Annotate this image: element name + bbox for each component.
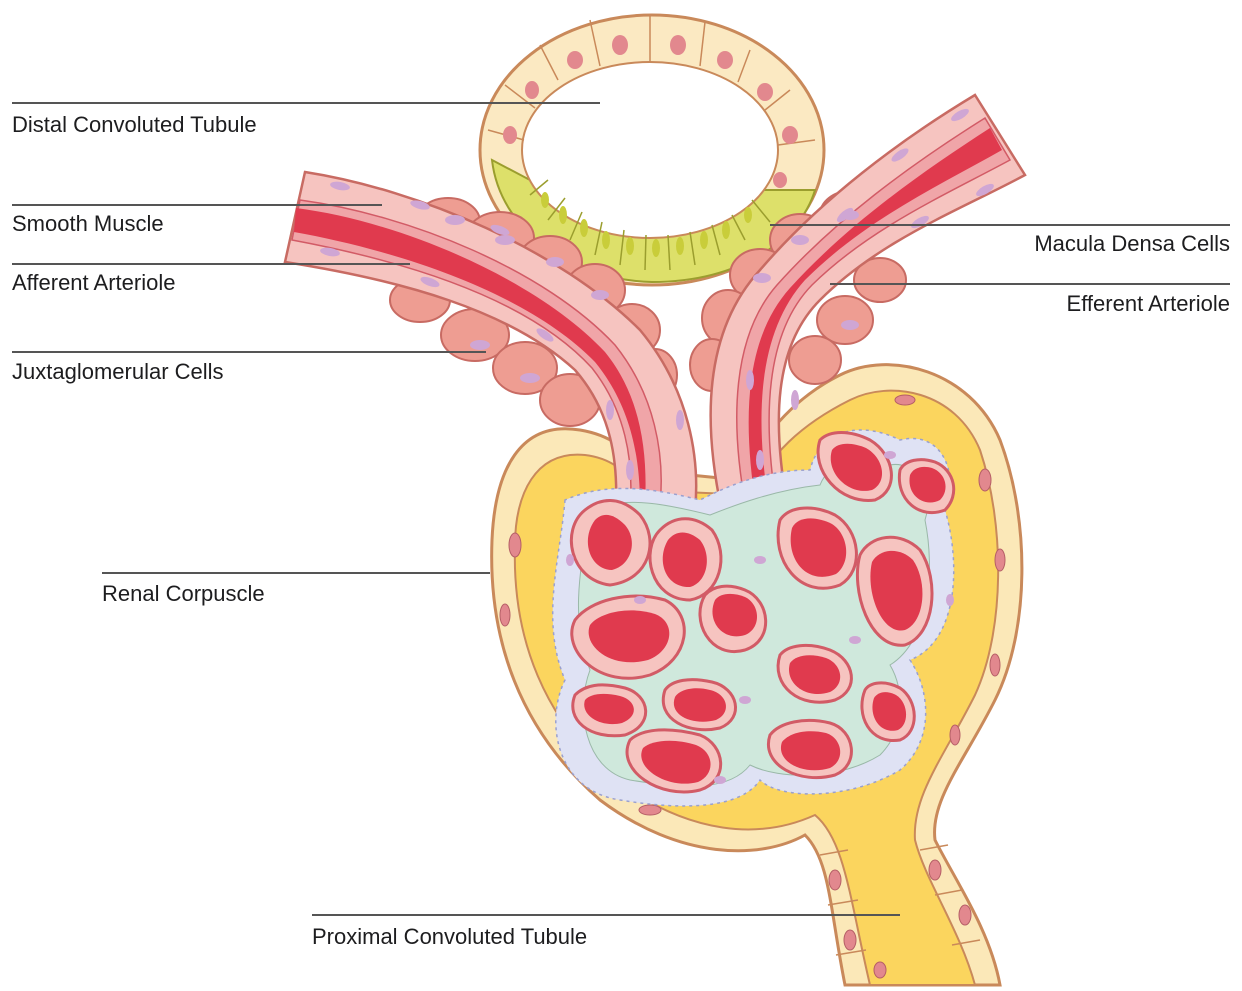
leader-macula-densa [770,224,1230,226]
label-juxtaglomerular-cells: Juxtaglomerular Cells [12,359,224,385]
label-afferent-arteriole: Afferent Arteriole [12,270,175,296]
leader-proximal [312,914,900,916]
leader-efferent [830,283,1230,285]
leader-smooth-muscle [12,204,382,206]
label-distal-convoluted-tubule: Distal Convoluted Tubule [12,112,257,138]
label-smooth-muscle: Smooth Muscle [12,211,164,237]
label-proximal-convoluted-tubule: Proximal Convoluted Tubule [312,924,587,950]
leader-renal-corpuscle [102,572,490,574]
label-macula-densa-cells: Macula Densa Cells [1034,231,1230,257]
leader-afferent [12,263,410,265]
label-efferent-arteriole: Efferent Arteriole [1067,291,1230,317]
leader-juxtaglomerular [12,351,486,353]
leader-distal [12,102,600,104]
label-renal-corpuscle: Renal Corpuscle [102,581,265,607]
